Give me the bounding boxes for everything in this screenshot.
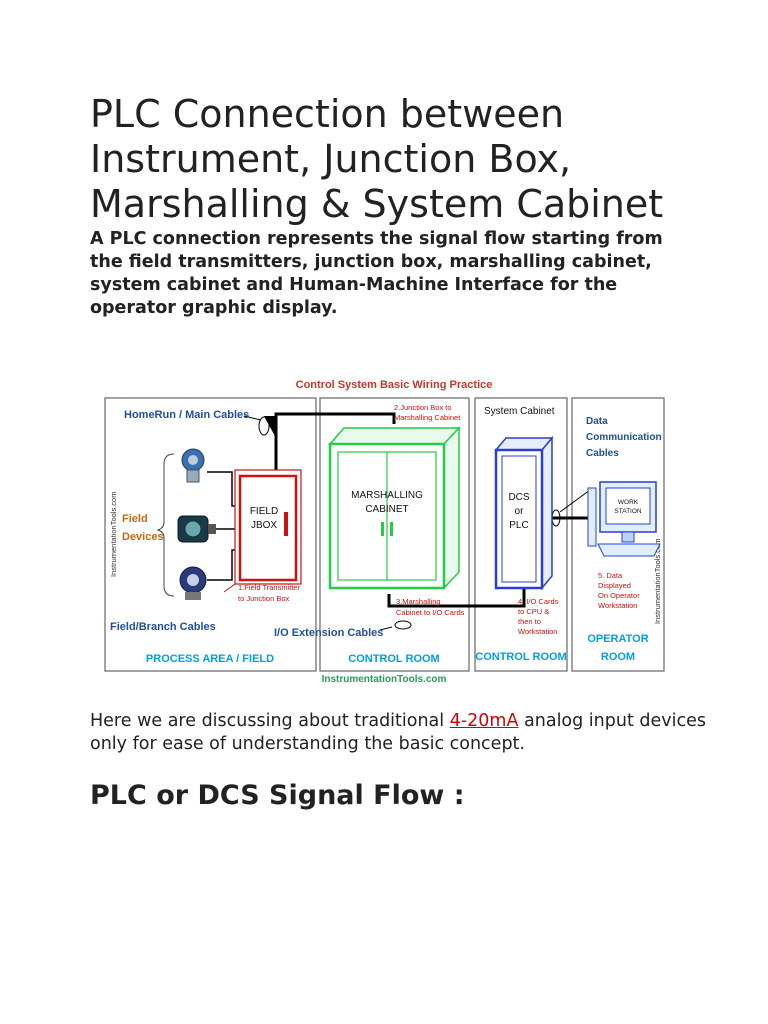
- marshalling-label-2: CABINET: [365, 504, 408, 515]
- step5-label-4: Workstation: [598, 601, 637, 610]
- wiring-diagram: Control System Basic Wiring Practice Hom…: [104, 372, 666, 688]
- watermark-right: InstrumentationTools.com: [653, 539, 662, 624]
- step4-label-4: Workstation: [518, 627, 557, 636]
- paragraph-after: analog input devices only for ease of un…: [90, 711, 706, 754]
- jbox-label-2: JBOX: [251, 520, 277, 531]
- workstation-icon: [587, 481, 661, 557]
- control-room-label-2: CONTROL ROOM: [475, 651, 566, 663]
- operator-room-frame: [571, 397, 665, 672]
- step2-label: 2.Junction Box to: [394, 403, 452, 412]
- system-room-frame: [474, 397, 568, 672]
- io-extension-label: I/O Extension Cables: [274, 627, 383, 639]
- data-comm-label-2: Communication: [586, 432, 662, 443]
- transmitter-icon: [179, 566, 207, 600]
- body-paragraph: Here we are discussing about traditional…: [90, 710, 710, 756]
- lead-paragraph: A PLC connection represents the signal f…: [90, 229, 663, 318]
- transmitter-icon: [181, 448, 205, 483]
- dcs-label: DCS: [508, 492, 529, 503]
- dcs-label-2: or: [515, 506, 525, 517]
- dcs-plc-cabinet: [494, 435, 554, 591]
- cable-loop-icon: [394, 620, 412, 630]
- step1-label: 1.Field Transmitter: [238, 583, 301, 592]
- diagram-footer: InstrumentationTools.com: [322, 674, 447, 685]
- system-cabinet-label: System Cabinet: [484, 406, 555, 417]
- operator-room-label-2: ROOM: [601, 651, 635, 663]
- step5-label: 5. Data: [598, 571, 623, 580]
- transmitter-icon: [177, 515, 216, 543]
- dcs-label-3: PLC: [509, 520, 528, 531]
- section-heading: PLC or DCS Signal Flow :: [90, 780, 465, 811]
- step2-label-2: Marshalling Cabinet: [394, 413, 461, 422]
- step5-label-3: On Operator: [598, 591, 640, 600]
- control-room-frame: [319, 397, 470, 672]
- watermark-left: InstrumentationTools.com: [109, 492, 118, 577]
- step4-label-3: then to: [518, 617, 541, 626]
- field-devices-label: Field: [122, 513, 148, 525]
- data-comm-label-3: Cables: [586, 448, 619, 459]
- step5-label-2: Displayed: [598, 581, 631, 590]
- link-4-20ma[interactable]: 4-20mA: [449, 711, 519, 731]
- step4-label-2: to CPU &: [518, 607, 549, 616]
- io-extension-cable: [387, 578, 526, 608]
- marshalling-cabinet: [328, 426, 461, 590]
- step3-label-2: Cabinet to I/O Cards: [396, 608, 465, 617]
- marshalling-label: MARSHALLING: [351, 490, 423, 501]
- step1-label-2: to Junction Box: [238, 594, 290, 603]
- step4-label: 4. I/O Cards: [518, 597, 559, 606]
- page-title: PLC Connection between Instrument, Junct…: [90, 92, 664, 226]
- process-area-frame: [104, 397, 317, 672]
- data-comm-label: Data: [586, 416, 608, 427]
- homerun-cable: [274, 412, 396, 484]
- workstation-label: WORK: [618, 499, 639, 506]
- cable-loop-icon: [258, 416, 270, 436]
- operator-room-label: OPERATOR: [587, 633, 648, 645]
- jbox-label: FIELD: [250, 506, 278, 517]
- field-devices-bracket: [156, 453, 175, 597]
- control-room-label: CONTROL ROOM: [348, 653, 439, 665]
- process-area-label: PROCESS AREA / FIELD: [146, 653, 274, 665]
- workstation-label-2: STATION: [614, 508, 642, 515]
- homerun-label: HomeRun / Main Cables: [124, 409, 249, 421]
- field-devices-label-2: Devices: [122, 531, 164, 543]
- diagram-title: Control System Basic Wiring Practice: [296, 379, 493, 391]
- field-branch-label: Field/Branch Cables: [110, 621, 216, 633]
- paragraph-before: Here we are discussing about traditional: [90, 711, 450, 731]
- step3-label: 3.Marshalling: [396, 597, 441, 606]
- wiring-diagram-figure: Control System Basic Wiring Practice Hom…: [104, 372, 666, 688]
